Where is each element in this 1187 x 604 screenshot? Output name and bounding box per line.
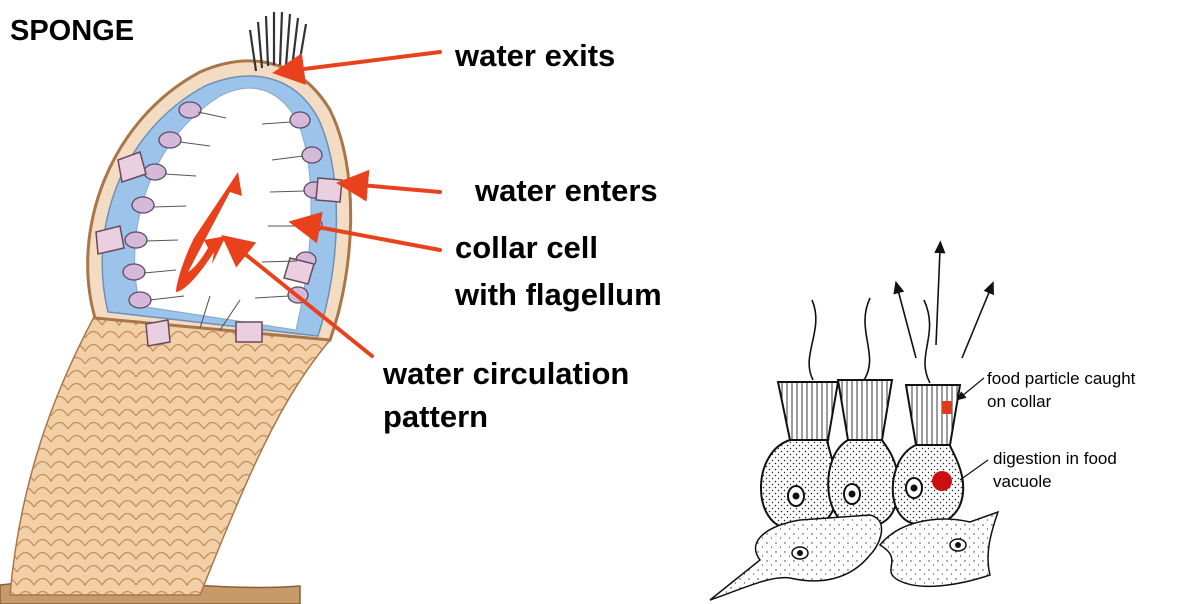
label-food-particle-line2: on collar [987, 391, 1051, 412]
collar-1 [778, 382, 838, 440]
flow-arrow-2 [936, 250, 940, 345]
leader-digestion [960, 460, 988, 480]
leader-lines [960, 378, 988, 480]
cell-body-2 [828, 440, 898, 527]
amoebocyte-right [880, 512, 998, 586]
pointer-water-exits [296, 52, 440, 70]
diagram-title: SPONGE [10, 14, 134, 48]
label-collar-cell-line1: collar cell [455, 230, 598, 267]
label-water-exits: water exits [455, 38, 615, 75]
sponge-outer-skin [10, 315, 330, 595]
sponge-body [0, 12, 351, 604]
leader-food [962, 378, 984, 396]
collar-3 [906, 385, 960, 445]
food-vacuole [932, 471, 952, 491]
flow-arrow-3 [962, 290, 990, 358]
label-water-enters: water enters [475, 173, 658, 210]
label-circulation-line2: pattern [383, 399, 488, 436]
flow-arrow-1 [898, 290, 916, 358]
cell-body-3 [893, 445, 963, 525]
label-digestion-line1: digestion in food [993, 448, 1117, 469]
label-circulation-line1: water circulation [383, 356, 629, 393]
pointer-water-enters [360, 185, 440, 192]
label-digestion-line2: vacuole [993, 471, 1052, 492]
collar-cell-drawing [710, 250, 998, 600]
label-food-particle-line1: food particle caught [987, 368, 1135, 389]
collar-2 [838, 380, 892, 440]
cell-body-1 [761, 440, 836, 529]
label-collar-cell-line2: with flagellum [455, 277, 662, 314]
food-particle [942, 401, 952, 414]
